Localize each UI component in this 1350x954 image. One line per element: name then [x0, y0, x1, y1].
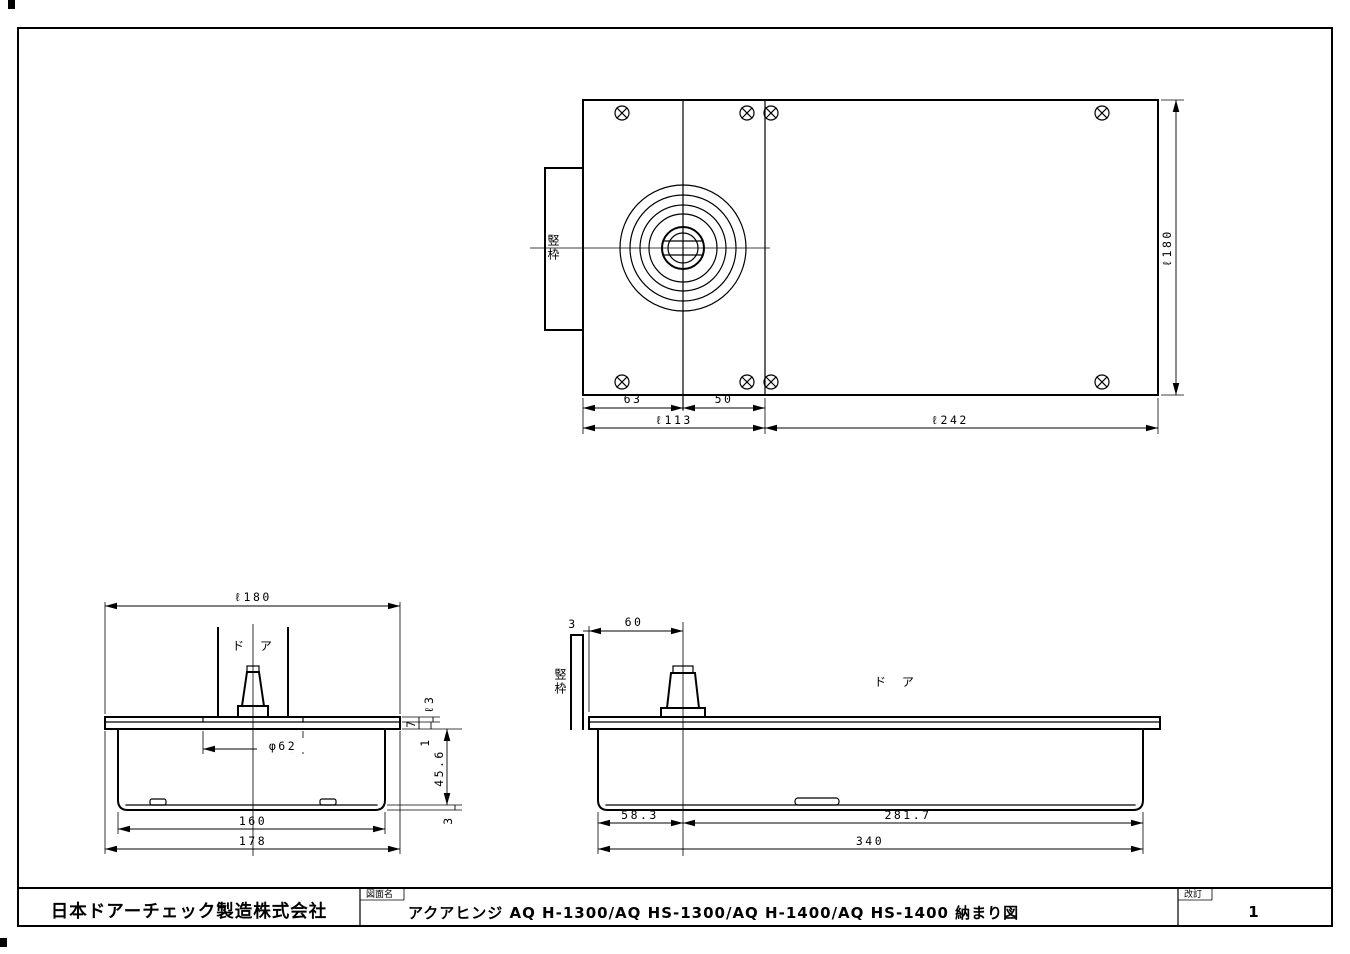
dim-3-bottom: 3	[441, 815, 455, 824]
revision-value: 1	[1248, 903, 1259, 921]
door-label: ド ア	[232, 639, 278, 653]
cover-plate-outline	[582, 99, 1159, 396]
side-frame-label: 竪枠	[553, 668, 567, 696]
dim-7: 7	[404, 718, 418, 727]
front-spindle	[202, 665, 304, 723]
dim-l180-width: ℓ180	[234, 590, 272, 604]
plan-dimensions: 63 50 ℓ113 ℓ242 ℓ180	[582, 99, 1184, 434]
side-cover-plate	[588, 716, 1161, 730]
dim-340: 340	[856, 834, 884, 848]
dim-3-frame: 3	[568, 617, 577, 631]
dim-63: 63	[624, 392, 643, 406]
front-cement-case	[117, 728, 386, 811]
front-cover-plate	[104, 716, 401, 730]
dim-50: 50	[715, 392, 734, 406]
registration-mark	[0, 938, 7, 947]
side-cement-case	[597, 728, 1144, 811]
spindle-circles	[619, 184, 747, 312]
ring-diameter-dimension: φ62	[202, 731, 309, 754]
side-top-dimensions: 3 60	[568, 615, 683, 712]
front-bottom-dimensions: 160 178	[104, 731, 401, 854]
company-name: 日本ドアーチェック製造株式会社	[51, 901, 327, 922]
dim-178: 178	[239, 834, 267, 848]
drawing-name: アクアヒンジ AQ H-1300/AQ HS-1300/AQ H-1400/AQ…	[408, 904, 1019, 922]
dim-1: 1	[418, 737, 432, 746]
dim-58-3: 58.3	[621, 808, 659, 822]
dim-160: 160	[239, 814, 267, 828]
frame-section	[544, 167, 584, 331]
side-spindle	[660, 665, 706, 718]
drawing-name-label: 図面名	[366, 888, 393, 900]
side-bottom-dimensions: 58.3 281.7 340	[597, 808, 1144, 854]
side-view: 竪枠 3 60 ド ア	[553, 615, 1161, 856]
front-view: ℓ180 ド ア	[104, 590, 462, 856]
dim-l180-depth: ℓ180	[1160, 229, 1174, 267]
side-door-label: ド ア	[874, 675, 920, 689]
dim-phi62: φ62	[269, 739, 297, 753]
dim-l3: ℓ3	[422, 695, 436, 714]
front-right-dimensions: 7 ℓ3 1 45.6 3	[387, 695, 462, 825]
front-top-dimension: ℓ180	[104, 590, 401, 714]
plan-view: 竪枠	[530, 99, 1184, 434]
registration-mark	[8, 0, 15, 9]
side-frame-section	[570, 634, 584, 730]
sheet-border	[17, 27, 1333, 927]
dim-281-7: 281.7	[884, 808, 931, 822]
dim-60: 60	[625, 615, 644, 629]
dim-45-6: 45.6	[432, 749, 446, 787]
title-block: 日本ドアーチェック製造株式会社 図面名 アクアヒンジ AQ H-1300/AQ …	[17, 887, 1333, 927]
mounting-screws	[614, 105, 1110, 390]
dim-l113: ℓ113	[655, 413, 693, 427]
dim-l242: ℓ242	[931, 413, 969, 427]
revision-label: 改訂	[1184, 888, 1202, 900]
